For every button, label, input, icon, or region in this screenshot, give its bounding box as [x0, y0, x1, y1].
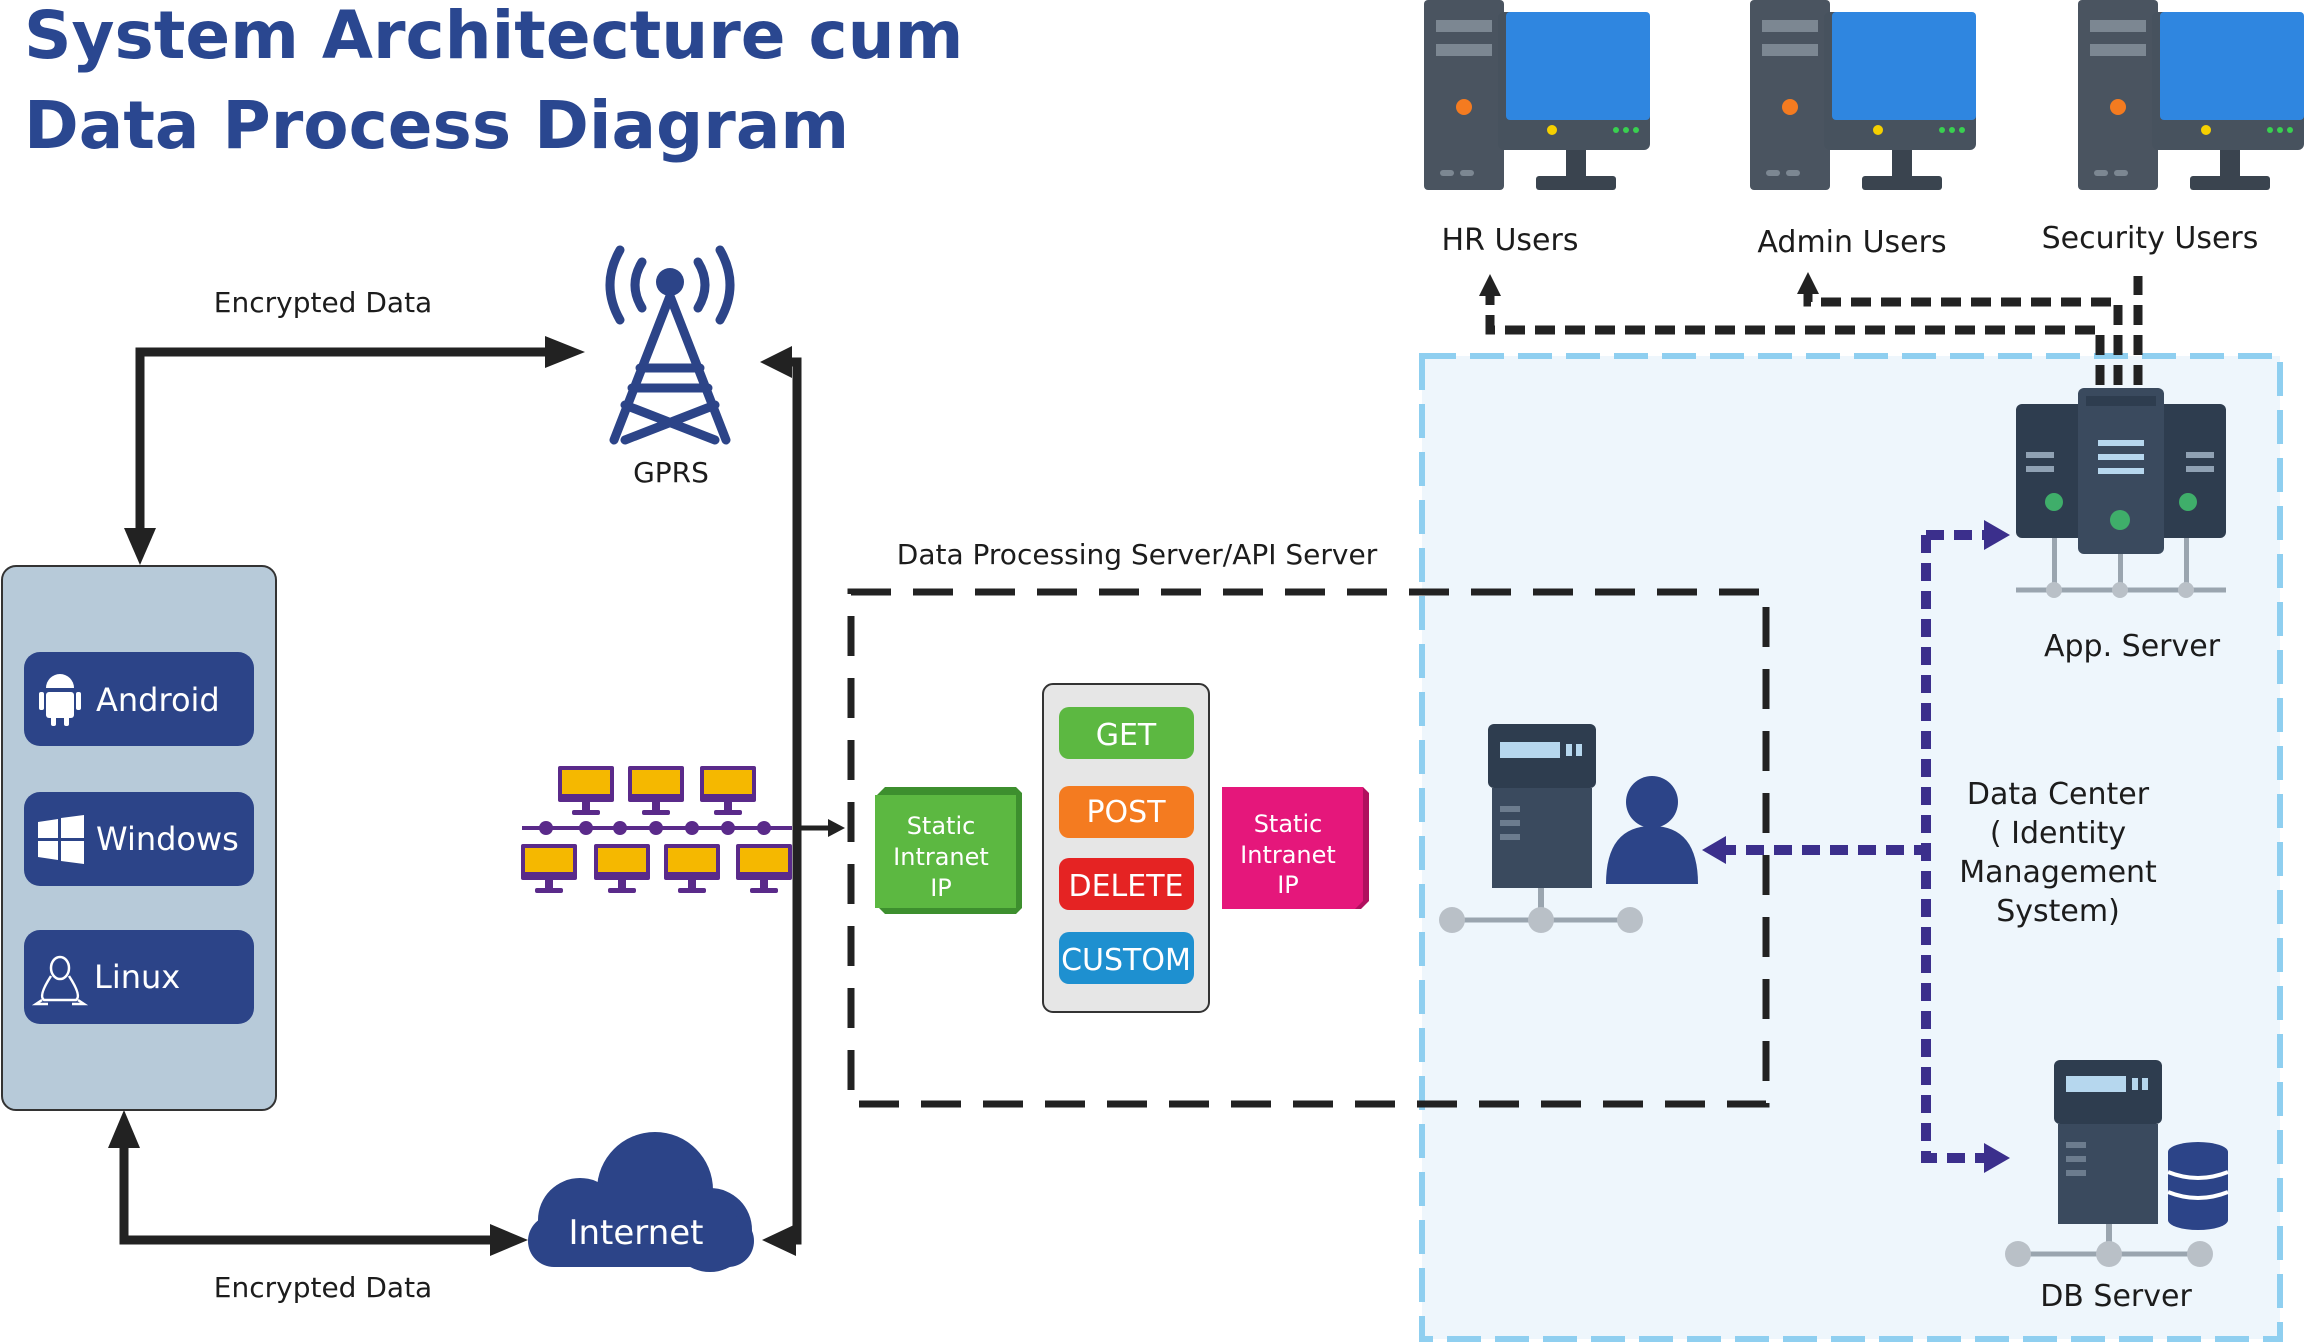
database-icon	[2167, 1142, 2229, 1230]
arrow-to-gprs	[545, 336, 585, 368]
user-avatar-icon	[1606, 776, 1698, 884]
gprs-internet-link	[780, 357, 802, 1245]
encrypted-bottom-connector	[119, 1130, 500, 1245]
static-ip-left-line1: Static	[907, 812, 976, 840]
hr-users-desktop-icon	[1424, 0, 1650, 190]
static-ip-left-line3: IP	[930, 874, 952, 902]
arrow-to-app-server	[1984, 520, 2010, 550]
data-center-line2: ( Identity	[1990, 816, 2126, 851]
method-post-label: POST	[1086, 795, 1166, 830]
gprs-label: GPRS	[633, 456, 709, 489]
data-center-line4: System)	[1996, 894, 2120, 929]
db-server-icon	[2005, 1060, 2213, 1267]
static-ip-left-line2: Intranet	[893, 843, 989, 871]
diagram-title-line1: System Architecture cum	[24, 0, 963, 74]
app-server-icon	[2016, 388, 2226, 598]
static-ip-right-line3: IP	[1277, 871, 1299, 899]
internet-label: Internet	[568, 1213, 703, 1253]
encrypted-data-bottom-label: Encrypted Data	[214, 1271, 432, 1304]
arrow-to-admin-users	[1797, 272, 1819, 294]
method-custom-label: CUSTOM	[1061, 943, 1191, 978]
identity-links	[1718, 530, 1984, 1163]
platform-windows-label: Windows	[96, 820, 239, 858]
api-server-boundary	[847, 588, 1770, 1108]
windows-icon	[38, 815, 84, 864]
platform-windows[interactable]: Windows	[24, 792, 254, 886]
platform-linux-label: Linux	[94, 958, 180, 996]
app-server-label: App. Server	[2044, 629, 2221, 664]
arrow-to-gprs-right	[760, 346, 792, 378]
admin-users-desktop-icon	[1750, 0, 1976, 190]
encrypted-top-connector	[135, 347, 550, 545]
arrow-to-internet-right	[762, 1224, 796, 1256]
android-icon	[39, 674, 81, 726]
platform-android-label: Android	[96, 681, 220, 719]
static-ip-right-line1: Static	[1254, 810, 1323, 838]
method-delete-label: DELETE	[1068, 869, 1183, 904]
gprs-tower-icon	[605, 245, 735, 445]
workstation-network-icon	[521, 766, 792, 893]
platform-android[interactable]: Android	[24, 652, 254, 746]
identity-server-icon	[1439, 724, 1643, 933]
admin-users-label: Admin Users	[1757, 225, 1946, 260]
arrow-to-db-server	[1984, 1143, 2010, 1173]
gprs-tower-top	[656, 268, 684, 296]
platform-linux[interactable]: Linux	[24, 930, 254, 1024]
arrow-to-internet	[490, 1224, 528, 1256]
method-get-label: GET	[1096, 718, 1157, 753]
static-ip-right-line2: Intranet	[1240, 841, 1336, 869]
db-server-label: DB Server	[2040, 1279, 2192, 1314]
arrow-to-devices-bottom	[108, 1110, 140, 1148]
static-ip-right: Static Intranet IP	[1222, 787, 1369, 909]
arrow-to-devices-top	[124, 528, 156, 565]
arrow-to-api	[828, 819, 845, 837]
method-get: GET	[1059, 707, 1194, 759]
method-delete: DELETE	[1059, 858, 1194, 910]
arrow-to-identity	[1702, 836, 1726, 864]
user-links	[1485, 276, 2143, 385]
api-server-label: Data Processing Server/API Server	[897, 538, 1378, 571]
data-center-line3: Management	[1959, 855, 2157, 890]
security-users-label: Security Users	[2042, 221, 2259, 256]
arrow-to-hr-users	[1479, 274, 1501, 296]
internet-cloud-icon	[528, 1132, 754, 1272]
security-users-desktop-icon	[2078, 0, 2304, 190]
data-center-line1: Data Center	[1967, 777, 2150, 812]
http-methods-panel	[1042, 683, 1210, 1013]
linux-icon	[31, 955, 89, 1006]
hr-users-label: HR Users	[1442, 223, 1579, 258]
method-custom: CUSTOM	[1059, 932, 1194, 984]
static-ip-left: Static Intranet IP	[875, 787, 1022, 914]
diagram-title-line2: Data Process Diagram	[24, 87, 849, 164]
encrypted-data-top-label: Encrypted Data	[214, 286, 432, 319]
method-post: POST	[1059, 786, 1194, 838]
